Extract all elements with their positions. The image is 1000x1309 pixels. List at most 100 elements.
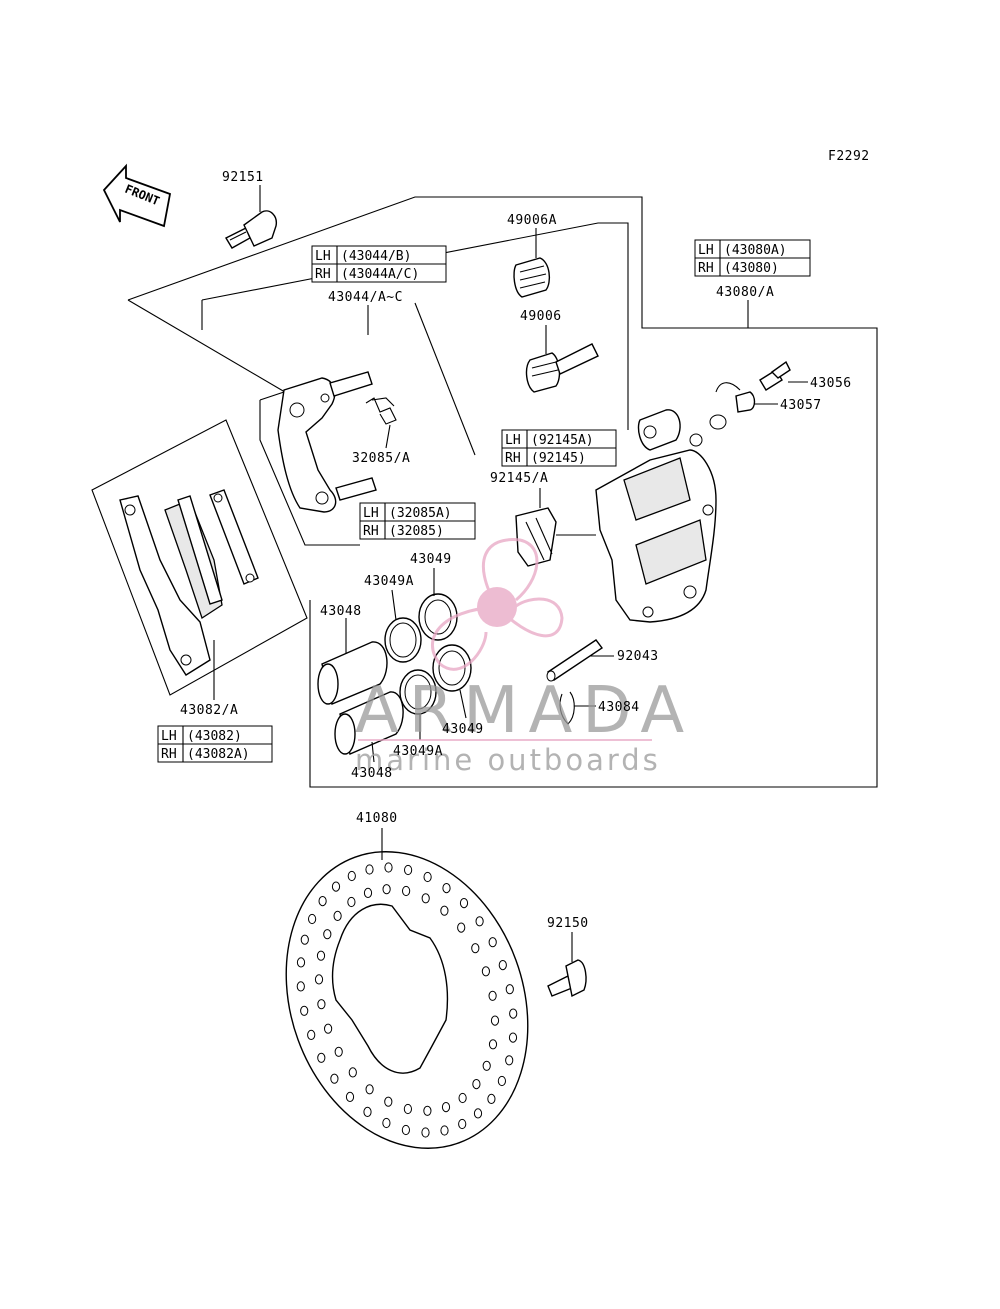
disc-hole: [365, 864, 374, 875]
part-label-43080: 43080/A: [716, 285, 774, 300]
disc-hole: [314, 974, 324, 985]
part-label-43049-top: 43049: [410, 552, 452, 567]
table-43080-rh-side: RH: [698, 261, 714, 276]
brake-pads-43082-icon: [119, 489, 259, 676]
disc-hole: [347, 870, 356, 882]
part-label-92043: 92043: [617, 649, 659, 664]
table-32085-rh-part: (32085): [389, 524, 444, 539]
table-92145-rh-side: RH: [505, 451, 521, 466]
table-43082-lh-part: (43082): [187, 729, 242, 744]
disc-hole: [473, 1108, 483, 1119]
disc-hole: [318, 896, 327, 907]
part-label-32085: 32085/A: [352, 451, 410, 466]
piston-seal-43049a-bot-icon: [399, 669, 437, 715]
part-label-49006: 49006: [520, 309, 562, 324]
pad-outline: [91, 419, 308, 696]
disc-hole: [421, 1127, 430, 1138]
pin-92043-icon: [546, 639, 604, 682]
caliper-43080-icon: [595, 409, 717, 623]
disc-hole: [363, 887, 373, 899]
disc-hole: [488, 990, 497, 1001]
disc-hole: [442, 883, 451, 894]
table-43082-rh-part: (43082A): [187, 747, 250, 762]
watermark-tagline: marine outboards: [355, 743, 661, 777]
table-43082-lh-side: LH: [161, 729, 177, 744]
disc-hole: [307, 1029, 316, 1041]
disc-hole: [441, 1102, 451, 1113]
disc-hole: [384, 1096, 393, 1107]
bleeder-43056-icon: [759, 360, 791, 391]
leader-43049a-top: [391, 589, 397, 621]
part-label-92151: 92151: [222, 170, 264, 185]
watermark-brand: ARMADA: [355, 674, 694, 748]
disc-hole: [316, 950, 326, 961]
disc-hole: [382, 884, 391, 895]
disc-hole: [348, 1067, 357, 1078]
table-92145: LH (92145A) RH (92145): [501, 429, 617, 467]
table-43080-lh-side: LH: [698, 243, 714, 258]
part-label-43049a-bot: 43049A: [393, 744, 443, 759]
table-43082-rh-side: RH: [161, 747, 177, 762]
disc-hole: [488, 1039, 498, 1050]
bracket-43044-icon: [277, 371, 377, 513]
part-label-43049a-top: 43049A: [364, 574, 414, 589]
disc-hole: [363, 1106, 372, 1118]
disc-hole: [459, 898, 469, 909]
piston-43048-top-icon: [317, 641, 388, 705]
table-32085-lh-part: (32085A): [389, 506, 452, 521]
leader-32085: [385, 424, 391, 449]
watermark: ARMADA marine outboards: [355, 538, 694, 777]
table-43082: LH (43082) RH (43082A): [157, 725, 273, 763]
disc-hole: [471, 943, 480, 954]
disc-hole: [402, 885, 411, 897]
disc-hole: [347, 896, 356, 908]
table-32085: LH (32085A) RH (32085): [359, 502, 476, 540]
boot-49006a-icon: [513, 257, 551, 298]
disc-hole: [498, 960, 507, 971]
disc-hole: [345, 1091, 355, 1103]
disc-hole: [308, 913, 317, 925]
table-92145-lh-side: LH: [505, 433, 521, 448]
disc-hole: [404, 864, 413, 876]
disc-hole: [497, 1075, 506, 1087]
disc-hole: [475, 916, 484, 927]
disc-hole: [300, 934, 309, 945]
disc-hole: [403, 1103, 412, 1115]
disc-hole: [472, 1079, 481, 1090]
cap-43057-icon: [709, 382, 756, 430]
table-32085-rh-side: RH: [363, 524, 379, 539]
propeller-logo-icon: [430, 538, 564, 671]
disc-hole: [488, 937, 497, 948]
disc-hole: [296, 981, 305, 992]
disc-hole: [333, 910, 342, 922]
pin-49006-icon: [525, 343, 599, 393]
table-43044-rh-side: RH: [315, 267, 331, 282]
disc-hole: [423, 871, 432, 883]
part-labels: 92151 49006A 43044/A~C 49006 32085/A 430…: [180, 170, 852, 931]
part-label-43084: 43084: [598, 700, 640, 715]
disc-hole: [505, 1055, 514, 1066]
disc-hole: [323, 929, 332, 940]
part-label-92150: 92150: [547, 916, 589, 931]
disc-hole: [482, 1060, 491, 1071]
disc-hole: [423, 1105, 432, 1116]
disc-hole: [505, 984, 514, 995]
part-label-43056: 43056: [810, 376, 852, 391]
leader-43048-bot: [371, 741, 375, 763]
bolt-92151-icon: [225, 210, 277, 249]
disc-hole: [384, 862, 393, 873]
brake-disc-41080-icon: [285, 851, 529, 1149]
table-92145-rh-part: (92145): [531, 451, 586, 466]
part-label-43048-bot: 43048: [351, 766, 393, 781]
table-43044-lh-part: (43044/B): [341, 249, 411, 264]
disc-hole: [458, 1118, 467, 1130]
disc-hole: [457, 922, 466, 933]
disc-holes: [296, 862, 518, 1138]
part-label-43057: 43057: [780, 398, 822, 413]
table-43044-rh-part: (43044A/C): [341, 267, 419, 282]
part-label-43049-bot: 43049: [442, 722, 484, 737]
disc-hole: [317, 999, 326, 1010]
disc-hole: [330, 1073, 339, 1084]
disc-hole: [421, 893, 430, 904]
